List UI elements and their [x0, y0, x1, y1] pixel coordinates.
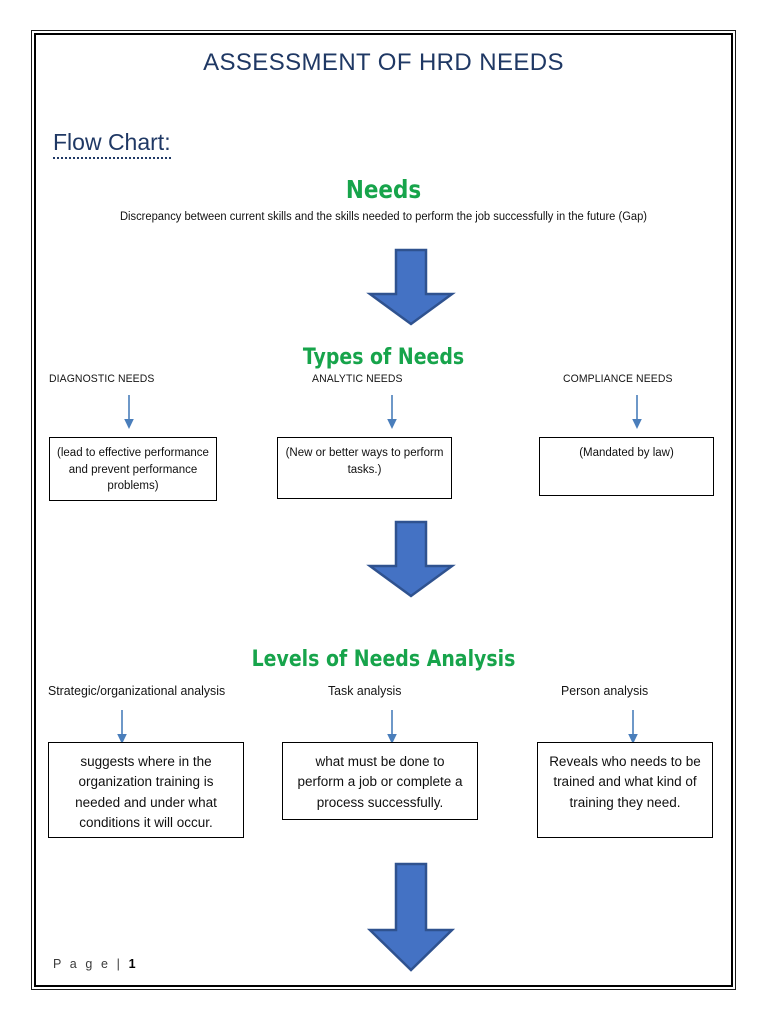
text-box-strategic-organizational-analysis-text: suggests where in the organization train…	[75, 754, 217, 830]
section-heading-underline	[53, 157, 171, 159]
section-heading-text: Flow Chart:	[53, 129, 171, 155]
text-box-task-analysis: what must be done to perform a job or co…	[282, 742, 478, 820]
down-arrow-icon-compliance	[630, 395, 644, 431]
down-arrow-icon-task	[385, 710, 399, 746]
page-number: 1	[128, 957, 136, 971]
text-box-compliance-needs: (Mandated by law)	[539, 437, 714, 496]
column-label-strategic-organizational-analysis: Strategic/organizational analysis	[48, 683, 226, 698]
stage-heading-types-of-needs: Types of Needs	[302, 345, 465, 370]
down-block-arrow-icon-3	[363, 862, 459, 972]
column-label-analytic-needs: ANALYTIC NEEDS	[312, 373, 403, 385]
text-box-person-analysis: Reveals who needs to be trained and what…	[537, 742, 713, 838]
column-label-person-analysis: Person analysis	[561, 683, 649, 698]
text-box-strategic-organizational-analysis: suggests where in the organization train…	[48, 742, 244, 838]
text-box-diagnostic-needs: (lead to effective performance and preve…	[49, 437, 217, 501]
text-box-task-analysis-text: what must be done to perform a job or co…	[297, 754, 463, 810]
page-title: ASSESSMENT OF HRD NEEDS	[203, 49, 564, 76]
down-block-arrow-icon-1	[363, 248, 459, 326]
section-heading-flow-chart: Flow Chart:	[53, 131, 171, 159]
text-box-analytic-needs-text: (New or better ways to perform tasks.)	[285, 447, 444, 476]
down-arrow-icon-person	[626, 710, 640, 746]
text-box-person-analysis-text: Reveals who needs to be trained and what…	[549, 754, 701, 810]
document-page-border: ASSESSMENT OF HRD NEEDS Flow Chart: Need…	[31, 30, 736, 990]
down-arrow-icon-analytic	[385, 395, 399, 431]
needs-description: Discrepancy between current skills and t…	[119, 211, 648, 223]
down-block-arrow-icon-2	[363, 520, 459, 598]
document-page-border-inner: ASSESSMENT OF HRD NEEDS Flow Chart: Need…	[34, 33, 733, 987]
down-arrow-icon-strategic	[115, 710, 129, 746]
column-label-diagnostic-needs: DIAGNOSTIC NEEDS	[49, 373, 155, 385]
down-arrow-icon-diagnostic	[122, 395, 136, 431]
page-footer-label: P a g e |	[53, 957, 129, 971]
stage-heading-levels-of-needs-analysis: Levels of Needs Analysis	[251, 647, 516, 672]
page-footer: P a g e | 1	[53, 957, 136, 971]
text-box-compliance-needs-text: (Mandated by law)	[579, 447, 674, 459]
text-box-diagnostic-needs-text: (lead to effective performance and preve…	[57, 447, 209, 493]
stage-heading-needs: Needs	[345, 175, 422, 204]
column-label-task-analysis: Task analysis	[328, 683, 402, 698]
document-canvas: ASSESSMENT OF HRD NEEDS Flow Chart: Need…	[36, 35, 731, 985]
text-box-analytic-needs: (New or better ways to perform tasks.)	[277, 437, 452, 499]
column-label-compliance-needs: COMPLIANCE NEEDS	[563, 373, 673, 385]
